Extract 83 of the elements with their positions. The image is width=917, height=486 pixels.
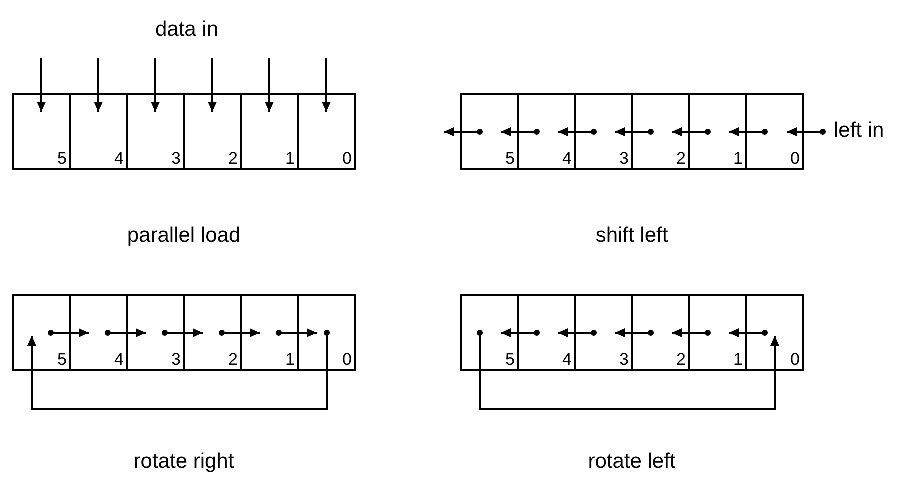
- register-cell: [183, 296, 240, 369]
- bit-number: 5: [506, 351, 515, 369]
- arrow: [219, 328, 260, 338]
- bit-number: 0: [342, 150, 352, 168]
- bit-number: 5: [58, 351, 67, 369]
- register-cell: [12, 296, 69, 369]
- register-cell: [183, 95, 240, 168]
- register-cell: [240, 296, 297, 369]
- bit-number: 0: [342, 351, 352, 369]
- bit-number: 3: [172, 351, 181, 369]
- arrow: [558, 128, 597, 136]
- register-cell: [297, 95, 354, 168]
- operation-caption: rotate left: [588, 450, 676, 474]
- shift-register: [460, 294, 804, 371]
- arrow: [162, 328, 203, 338]
- register-cell: [69, 95, 126, 168]
- arrow: [729, 328, 768, 338]
- arrow: [501, 328, 540, 338]
- register-cell: [69, 296, 126, 369]
- bit-number: 5: [506, 150, 515, 168]
- arrow: [322, 58, 331, 112]
- register-cell: [745, 95, 802, 168]
- shift-register: [12, 294, 356, 371]
- arrow: [208, 58, 217, 112]
- bit-number: 1: [734, 150, 743, 168]
- arrow: [615, 128, 654, 136]
- arrow: [477, 330, 780, 410]
- input-label: left in: [834, 119, 884, 143]
- operation-caption: parallel load: [127, 224, 241, 248]
- register-cell: [126, 296, 183, 369]
- input-label: data in: [155, 18, 219, 42]
- bit-number: 4: [562, 351, 572, 369]
- arrow: [558, 328, 597, 338]
- bit-number: 4: [114, 351, 124, 369]
- bit-number: 4: [114, 150, 124, 168]
- bit-number: 3: [172, 150, 181, 168]
- arrow: [672, 128, 711, 136]
- bit-number: 2: [676, 150, 686, 168]
- register-cell: [688, 296, 745, 369]
- register-cell: [297, 296, 354, 369]
- operation-caption: shift left: [596, 224, 668, 248]
- bit-number: 4: [562, 150, 572, 168]
- register-cell: [517, 296, 574, 369]
- bit-number: 3: [620, 150, 629, 168]
- arrow: [615, 328, 654, 338]
- register-cell: [240, 95, 297, 168]
- arrow: [444, 128, 483, 136]
- register-cell: [688, 95, 745, 168]
- arrow: [276, 328, 317, 338]
- arrow: [501, 128, 540, 136]
- register-cell: [126, 95, 183, 168]
- bit-number: 3: [620, 351, 629, 369]
- bit-number: 5: [58, 150, 67, 168]
- arrow: [28, 330, 330, 410]
- arrow: [105, 328, 146, 338]
- arrow: [48, 328, 89, 338]
- bit-number: 0: [790, 150, 800, 168]
- register-cell: [517, 95, 574, 168]
- arrow: [265, 58, 274, 112]
- register-cell: [631, 296, 688, 369]
- register-cell: [12, 95, 69, 168]
- register-cell: [574, 95, 631, 168]
- arrow: [787, 128, 826, 136]
- bit-number: 1: [286, 150, 295, 168]
- register-cell: [460, 296, 517, 369]
- bit-number: 1: [734, 351, 743, 369]
- operation-caption: rotate right: [134, 450, 234, 474]
- arrow: [37, 58, 46, 112]
- arrow: [729, 128, 768, 136]
- register-cell: [745, 296, 802, 369]
- bit-number: 1: [286, 351, 295, 369]
- register-cell: [574, 296, 631, 369]
- bit-number: 2: [228, 150, 238, 168]
- arrow: [94, 58, 103, 112]
- bit-number: 0: [790, 351, 800, 369]
- register-cell: [631, 95, 688, 168]
- bit-number: 2: [676, 351, 686, 369]
- shift-register: [12, 93, 356, 170]
- arrow: [672, 328, 711, 338]
- shift-register: [460, 93, 804, 170]
- bit-number: 2: [228, 351, 238, 369]
- arrow: [151, 58, 160, 112]
- register-cell: [460, 95, 517, 168]
